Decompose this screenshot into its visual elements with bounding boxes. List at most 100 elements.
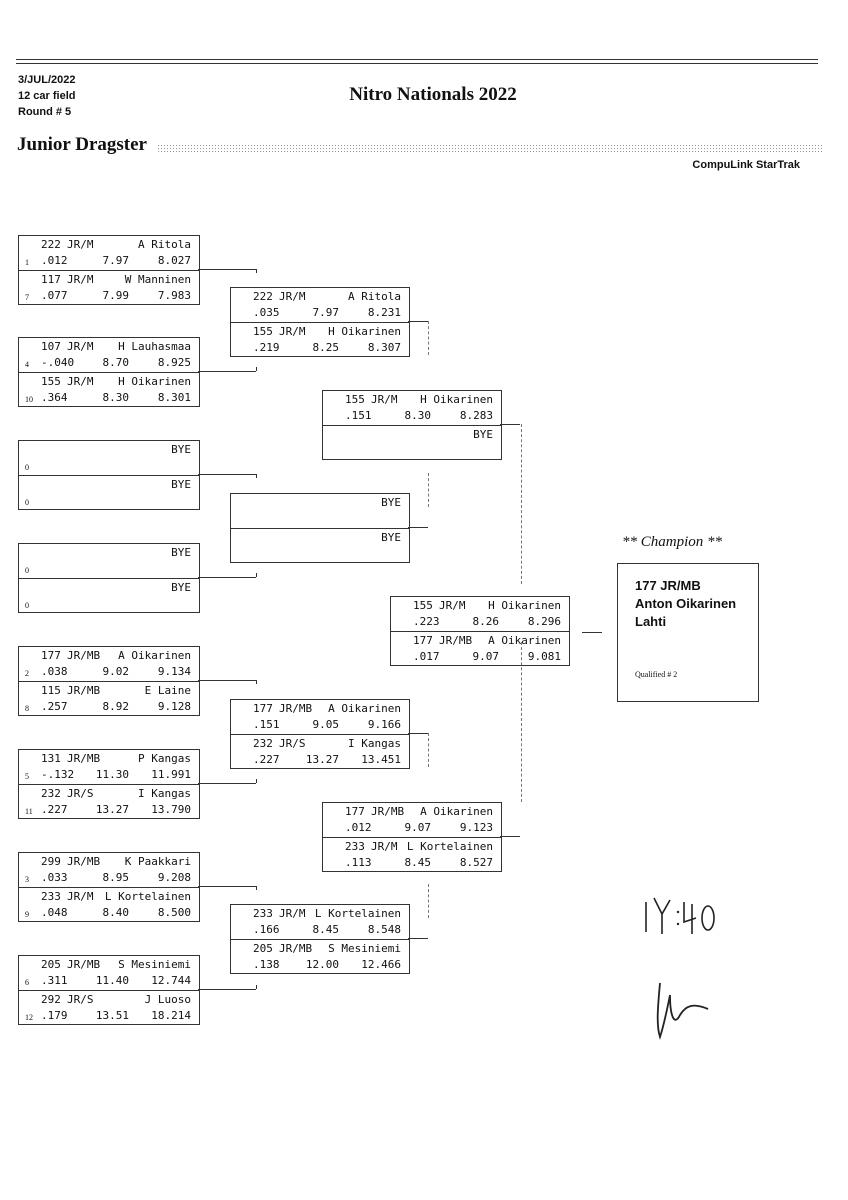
reaction-time: -.040	[41, 356, 75, 369]
car-class: JR/M	[67, 340, 94, 353]
car-class: JR/MB	[67, 684, 101, 697]
car-class: JR/MB	[67, 958, 101, 971]
elapsed-time: 8.231	[367, 306, 401, 319]
elapsed-time: 9.166	[367, 718, 401, 731]
champion-label: ** Champion **	[622, 534, 723, 550]
round1-connector-tick	[256, 779, 257, 783]
car-number: 155	[253, 325, 273, 338]
reaction-time: .364	[41, 391, 68, 404]
reaction-time: .179	[41, 1009, 68, 1022]
driver-name: BYE	[171, 443, 191, 456]
reaction-time: .223	[413, 615, 440, 628]
elapsed-time: 8.296	[527, 615, 561, 628]
elapsed-time: 8.301	[157, 391, 191, 404]
driver-name: A Oikarinen	[118, 649, 191, 662]
reaction-time: .012	[41, 254, 68, 267]
car-class: JR/MB	[67, 855, 101, 868]
elapsed-time: 8.307	[367, 341, 401, 354]
elapsed-time: 13.451	[361, 753, 401, 766]
seed-number: 0	[25, 566, 29, 575]
seed-number: 1	[25, 258, 29, 267]
car-number: 117	[41, 273, 61, 286]
car-number: 233	[345, 840, 365, 853]
round1-connector	[198, 371, 256, 372]
driver-name: A Ritola	[138, 238, 191, 251]
reaction-time: .227	[41, 803, 68, 816]
seed-number: 6	[25, 978, 29, 987]
round-number: Round # 5	[18, 106, 72, 118]
reaction-time: .257	[41, 700, 68, 713]
dial-in: 8.26	[472, 615, 500, 628]
dial-in: 9.07	[404, 821, 432, 834]
dial-in: 8.30	[102, 391, 130, 404]
car-class: JR/M	[67, 238, 94, 251]
car-number: 222	[253, 290, 273, 303]
driver-name: A Oikarinen	[488, 634, 561, 647]
car-number: 299	[41, 855, 61, 868]
car-number: 155	[345, 393, 365, 406]
dial-in: 11.30	[95, 768, 129, 781]
elapsed-time: 12.466	[361, 958, 401, 971]
reaction-time: .048	[41, 906, 68, 919]
seed-number: 11	[25, 807, 33, 816]
seed-number: 10	[25, 395, 33, 404]
elapsed-time: 13.790	[151, 803, 191, 816]
driver-name: H Oikarinen	[328, 325, 401, 338]
car-class: JR/M	[67, 273, 94, 286]
dial-in: 8.40	[102, 906, 130, 919]
car-field: 12 car field	[18, 90, 76, 102]
round2-connector	[408, 527, 428, 528]
round2-connector-dash	[428, 321, 429, 355]
dial-in: 8.92	[102, 700, 130, 713]
car-number: 155	[413, 599, 433, 612]
car-number: 205	[253, 942, 273, 955]
round1-connector	[198, 577, 256, 578]
seed-number: 2	[25, 669, 29, 678]
round1-connector	[198, 886, 256, 887]
dial-in: 7.97	[102, 254, 130, 267]
round1-connector-tick	[256, 367, 257, 371]
driver-name: L Kortelainen	[104, 890, 191, 903]
driver-name: H Oikarinen	[488, 599, 561, 612]
elapsed-time: 7.983	[157, 289, 191, 302]
round3-connector	[500, 836, 520, 837]
car-number: 155	[41, 375, 61, 388]
round1-connector-tick	[256, 474, 257, 478]
car-class: JR/S	[67, 787, 94, 800]
car-number: 292	[41, 993, 61, 1006]
champion-city: Lahti	[635, 614, 667, 629]
dial-in: 7.97	[312, 306, 340, 319]
car-number: 177	[253, 702, 273, 715]
reaction-time: .033	[41, 871, 68, 884]
round1-connector-tick	[256, 573, 257, 577]
reaction-time: .077	[41, 289, 68, 302]
car-class: JR/M	[279, 907, 306, 920]
elapsed-time: 9.134	[157, 665, 191, 678]
round2-connector-dash	[428, 733, 429, 767]
seed-number: 0	[25, 498, 29, 507]
car-class: JR/MB	[67, 752, 101, 765]
dial-in: 8.30	[404, 409, 432, 422]
driver-name: J Luoso	[144, 993, 191, 1006]
dial-in: 7.99	[102, 289, 130, 302]
car-class: JR/M	[371, 393, 398, 406]
driver-name: BYE	[381, 531, 401, 544]
